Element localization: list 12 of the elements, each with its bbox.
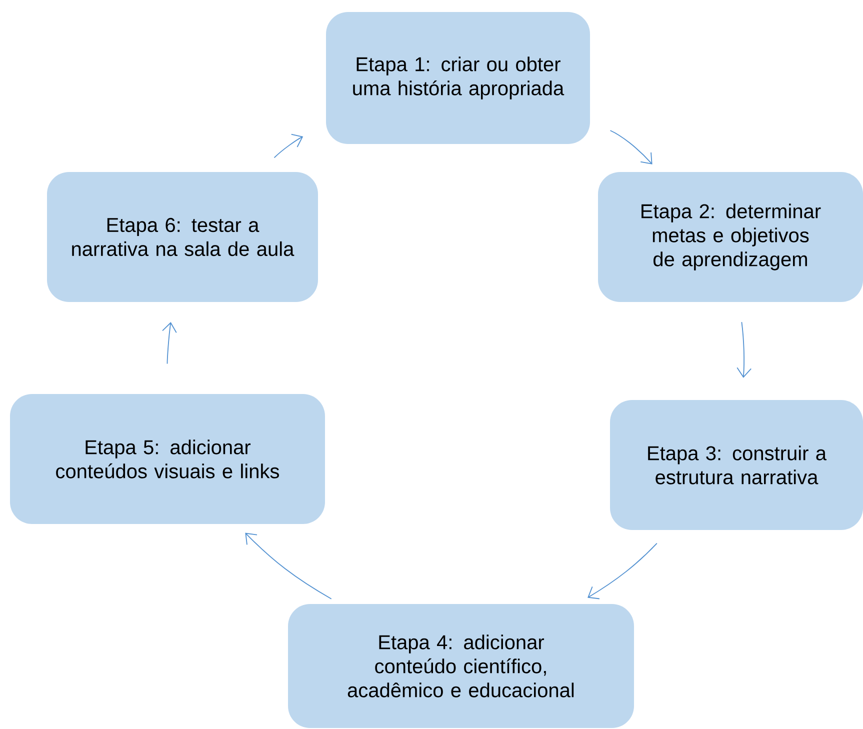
process-box: Etapa 6: testar a narrativa na sala de aula — [47, 172, 318, 302]
arrow — [274, 134, 304, 158]
process-box: Etapa 1: criar ou obter uma história apropriada — [326, 12, 590, 144]
process-box: Etapa 5: adicionar conteúdos visuais e links — [10, 394, 325, 524]
process-box: Etapa 4: adicionar conteúdo científico, acadêmico e educacional — [288, 604, 634, 728]
arrow — [610, 130, 652, 164]
process-box: Etapa 2: determinar metas e objetivos de aprendizagem — [598, 172, 863, 302]
arrow — [245, 532, 332, 600]
process-box: Etapa 3: construir a estrutura narrativa — [610, 400, 863, 530]
arrow — [162, 322, 177, 364]
arrow — [736, 322, 752, 378]
arrow — [588, 542, 658, 600]
